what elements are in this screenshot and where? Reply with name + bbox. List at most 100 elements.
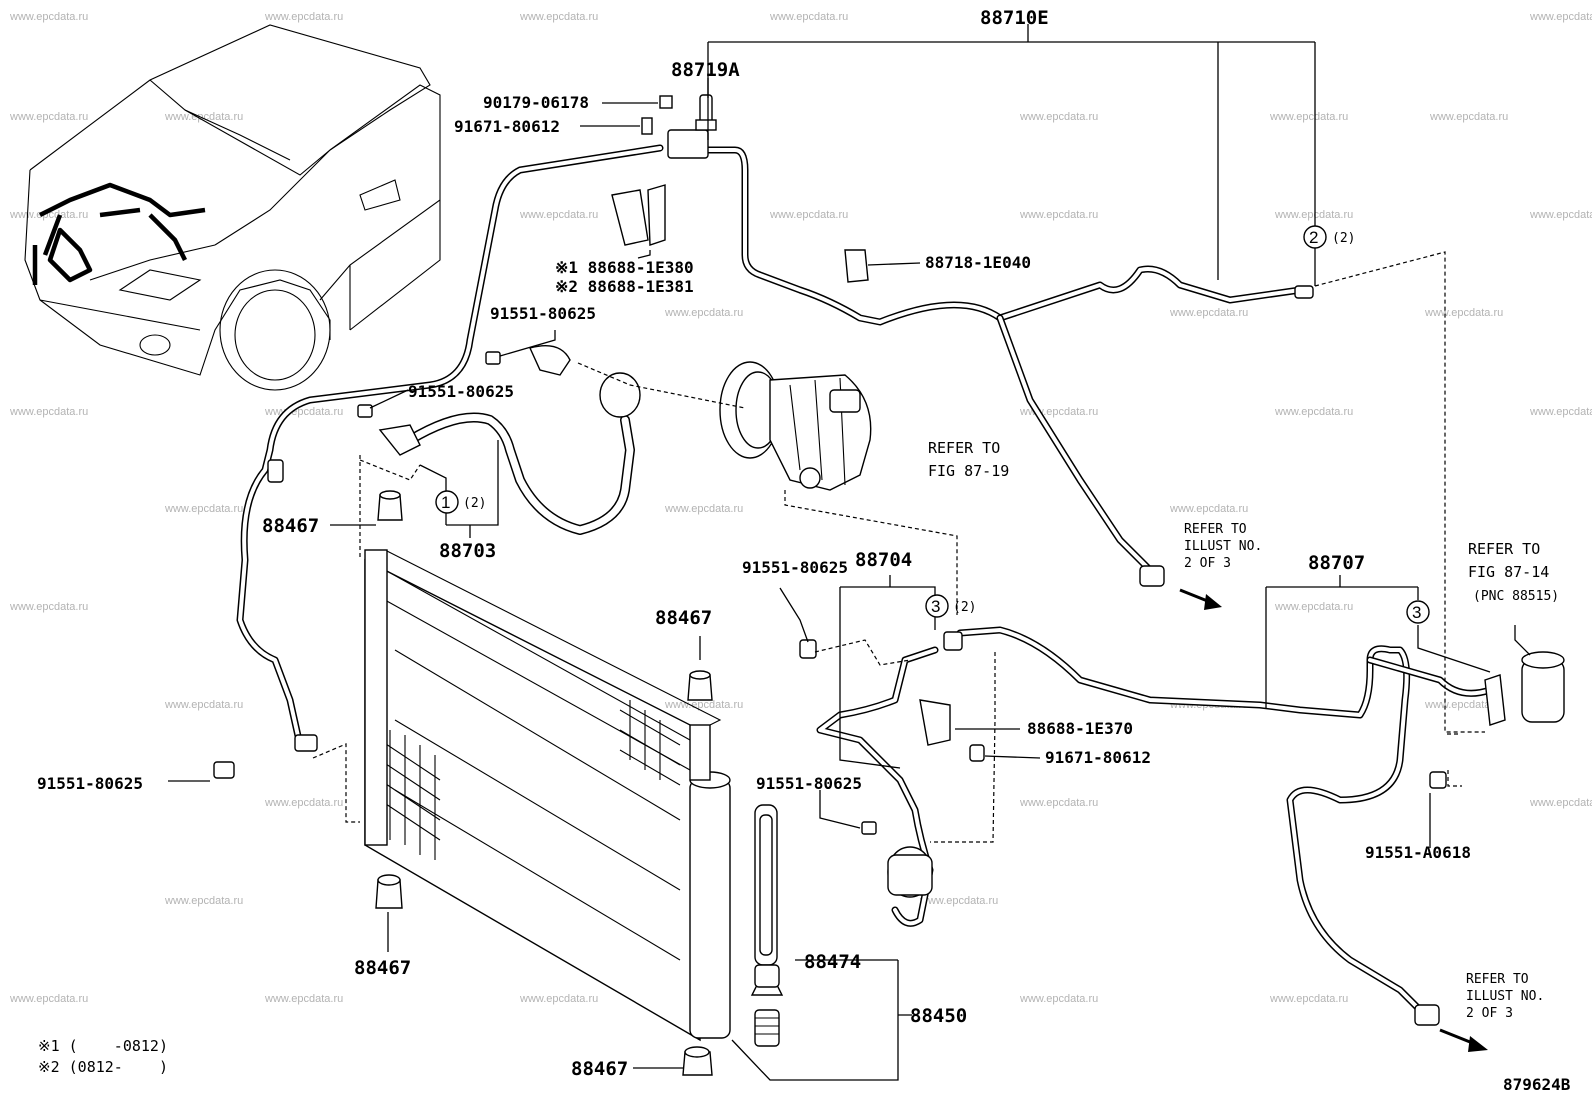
- callout-circle: [1303, 225, 1327, 249]
- part-label-88710e[interactable]: 88710E: [980, 7, 1049, 29]
- watermark: www.epcdata.ru: [919, 895, 998, 907]
- watermark: www.epcdata.ru: [1424, 307, 1503, 319]
- watermark: www.epcdata.ru: [1529, 797, 1592, 809]
- watermark: www.epcdata.ru: [9, 11, 88, 23]
- part-label-88688-1e380[interactable]: ※1 88688-1E380: [555, 258, 694, 277]
- pipes: [236, 144, 1494, 1014]
- part-label-91671-80612-mid[interactable]: 91671-80612: [1045, 748, 1151, 767]
- reference-notes: REFER TO FIG 87-19 REFER TO ILLUST NO. 2…: [928, 439, 1559, 1021]
- watermark: www.epcdata.ru: [769, 11, 848, 23]
- watermark: www.epcdata.ru: [9, 209, 88, 221]
- ref-fig-87-14[interactable]: REFER TO: [1468, 540, 1540, 558]
- watermark: www.epcdata.ru: [164, 111, 243, 123]
- watermark: www.epcdata.ru: [264, 797, 343, 809]
- ref-fig-87-14[interactable]: FIG 87-14: [1468, 563, 1549, 581]
- receiver-drier: [1521, 651, 1565, 723]
- footnote-1: ※1 ( -0812): [38, 1037, 168, 1055]
- part-label-88707[interactable]: 88707: [1308, 552, 1365, 574]
- watermarks: www.epcdata.ru www.epcdata.ru www.epcdat…: [9, 11, 1592, 1005]
- figure-id: 879624B: [1503, 1075, 1571, 1094]
- part-label-91551-80625[interactable]: 91551-80625: [756, 774, 862, 793]
- part-label-88467[interactable]: 88467: [354, 957, 411, 979]
- callout-circle: [925, 594, 949, 618]
- footnotes: ※1 ( -0812) ※2 (0812- ) 879624B: [38, 1037, 1571, 1094]
- watermark: www.epcdata.ru: [9, 601, 88, 613]
- watermark: www.epcdata.ru: [9, 406, 88, 418]
- callout-circle: [435, 490, 459, 514]
- watermark: www.epcdata.ru: [164, 895, 243, 907]
- part-label-91551-80625[interactable]: 91551-80625: [490, 304, 596, 323]
- watermark: www.epcdata.ru: [1019, 209, 1098, 221]
- watermark: www.epcdata.ru: [164, 503, 243, 515]
- callout-circle: [1406, 600, 1430, 624]
- part-label-88467[interactable]: 88467: [571, 1058, 628, 1080]
- part-label-91551-80625[interactable]: 91551-80625: [742, 558, 848, 577]
- ref-compressor[interactable]: FIG 87-19: [928, 462, 1009, 480]
- ref-compressor[interactable]: REFER TO: [928, 439, 1000, 457]
- part-label-91671-80612-top[interactable]: 91671-80612: [454, 117, 560, 136]
- watermark: www.epcdata.ru: [769, 209, 848, 221]
- part-label-88467[interactable]: 88467: [655, 607, 712, 629]
- manifold-parts: [213, 94, 1506, 1026]
- watermark: www.epcdata.ru: [664, 307, 743, 319]
- watermark: www.epcdata.ru: [264, 406, 343, 418]
- part-label-88474[interactable]: 88474: [804, 951, 861, 973]
- part-label-88719a[interactable]: 88719A: [671, 59, 740, 81]
- part-label-91551-80625-left[interactable]: 91551-80625: [37, 774, 143, 793]
- part-label-88703[interactable]: 88703: [439, 540, 496, 562]
- watermark: www.epcdata.ru: [664, 503, 743, 515]
- watermark: www.epcdata.ru: [1019, 993, 1098, 1005]
- compressor: [719, 361, 872, 491]
- dashed-relations: [312, 251, 1485, 843]
- part-label-88688-1e381[interactable]: ※2 88688-1E381: [555, 277, 694, 296]
- part-label-88467[interactable]: 88467: [262, 515, 319, 537]
- watermark: www.epcdata.ru: [1019, 111, 1098, 123]
- ref-illust-b[interactable]: 2 OF 3: [1466, 1006, 1513, 1021]
- vehicle-illustration: [24, 24, 441, 391]
- part-label-91551-80625[interactable]: 91551-80625: [408, 382, 514, 401]
- ref-illust-b[interactable]: ILLUST NO.: [1466, 989, 1544, 1004]
- watermark: www.epcdata.ru: [1169, 307, 1248, 319]
- callout-number: 3: [931, 597, 940, 616]
- leader-lines: [168, 24, 1531, 1081]
- ref-illust-a[interactable]: REFER TO: [1184, 522, 1247, 537]
- callout-number: 2: [1309, 228, 1318, 247]
- part-label-90179-06178[interactable]: 90179-06178: [483, 93, 589, 112]
- ref-fig-87-14[interactable]: (PNC 88515): [1473, 589, 1559, 604]
- watermark: www.epcdata.ru: [1424, 699, 1503, 711]
- quantity-label: (2): [1332, 231, 1355, 246]
- watermark: www.epcdata.ru: [1019, 797, 1098, 809]
- condenser: [364, 490, 784, 1076]
- watermark: www.epcdata.ru: [264, 993, 343, 1005]
- part-label-91551-a0618[interactable]: 91551-A0618: [1365, 843, 1471, 862]
- ref-illust-a[interactable]: ILLUST NO.: [1184, 539, 1262, 554]
- callouts: 2 (2) 1 (2) 3 (2) 3: [435, 225, 1430, 624]
- part-label-88688-1e370[interactable]: 88688-1E370: [1027, 719, 1133, 738]
- watermark: www.epcdata.ru: [9, 993, 88, 1005]
- part-label-88718-1e040[interactable]: 88718-1E040: [925, 253, 1031, 272]
- callout-number: 1: [441, 493, 450, 512]
- part-label-88704[interactable]: 88704: [855, 549, 912, 571]
- watermark: www.epcdata.ru: [1429, 111, 1508, 123]
- watermark: www.epcdata.ru: [9, 111, 88, 123]
- watermark: www.epcdata.ru: [1274, 209, 1353, 221]
- part-labels: 88710E 88719A 90179-06178 91671-80612 ※1…: [37, 7, 1471, 1080]
- quantity-label: (2): [463, 496, 486, 511]
- quantity-label: (2): [953, 600, 976, 615]
- callout-number: 3: [1412, 603, 1421, 622]
- watermark: www.epcdata.ru: [1529, 209, 1592, 221]
- ref-illust-b[interactable]: REFER TO: [1466, 972, 1529, 987]
- watermark: www.epcdata.ru: [1269, 111, 1348, 123]
- watermark: www.epcdata.ru: [1274, 601, 1353, 613]
- watermark: www.epcdata.ru: [264, 11, 343, 23]
- watermark: www.epcdata.ru: [519, 11, 598, 23]
- watermark: www.epcdata.ru: [1274, 406, 1353, 418]
- watermark: www.epcdata.ru: [164, 699, 243, 711]
- watermark: www.epcdata.ru: [664, 699, 743, 711]
- ref-illust-a[interactable]: 2 OF 3: [1184, 556, 1231, 571]
- part-label-88450[interactable]: 88450: [910, 1005, 967, 1027]
- watermark: www.epcdata.ru: [519, 993, 598, 1005]
- watermark: www.epcdata.ru: [1529, 406, 1592, 418]
